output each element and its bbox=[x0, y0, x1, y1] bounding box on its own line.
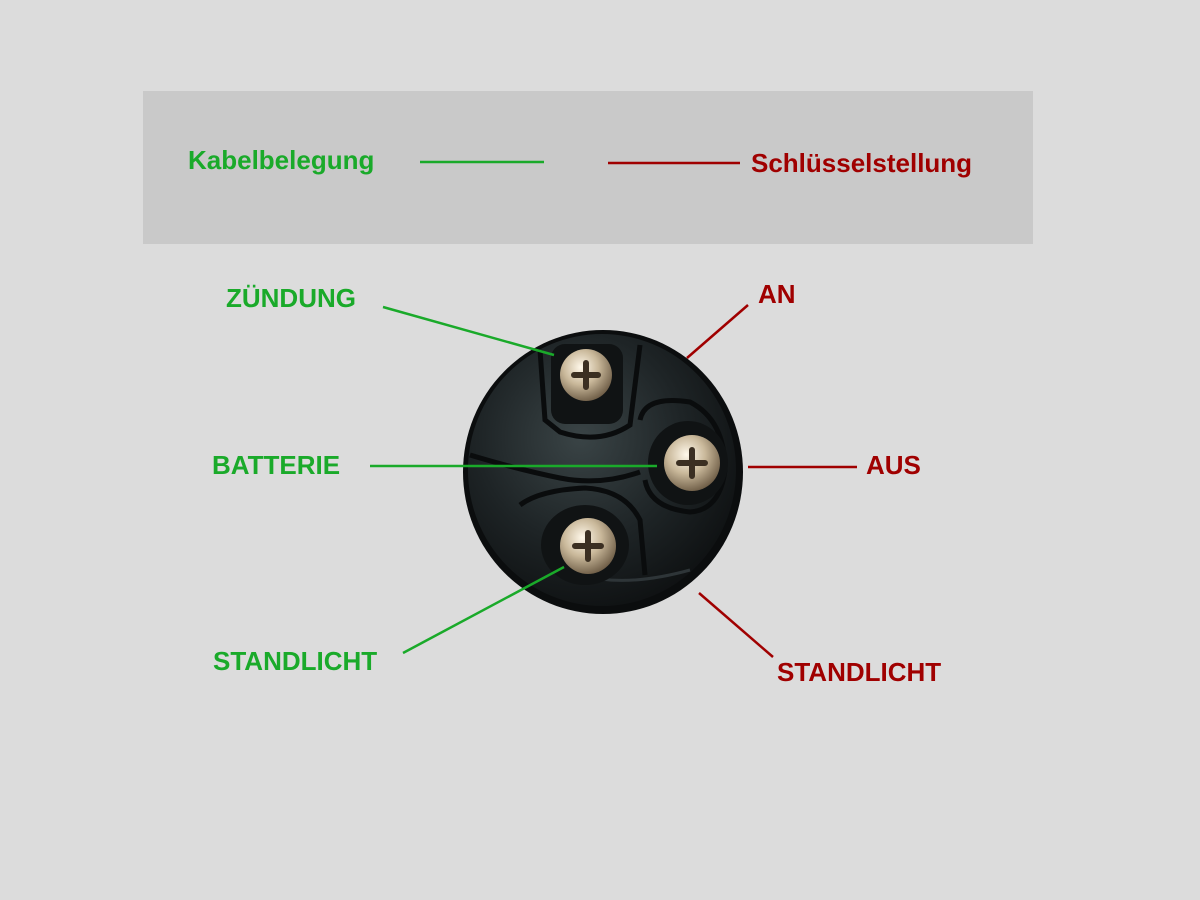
label-parking-light-key: STANDLICHT bbox=[777, 657, 942, 687]
leader-parking-light-key bbox=[698, 592, 774, 658]
legend-key-position-label: Schlüsselstellung bbox=[751, 148, 973, 178]
leader-parking-light-wiring bbox=[402, 565, 565, 655]
legend-wiring-label: Kabelbelegung bbox=[188, 145, 375, 175]
label-battery: BATTERIE bbox=[212, 450, 341, 480]
label-on: AN bbox=[758, 279, 796, 309]
leader-ignition bbox=[382, 305, 555, 357]
screw-ignition bbox=[560, 349, 612, 401]
legend-box bbox=[143, 91, 1033, 244]
label-off: AUS bbox=[866, 450, 921, 480]
leader-on bbox=[686, 304, 749, 359]
ignition-switch-illustration bbox=[463, 330, 743, 614]
label-parking-light-wiring: STANDLICHT bbox=[213, 646, 378, 676]
screw-battery bbox=[664, 435, 720, 491]
label-ignition: ZÜNDUNG bbox=[226, 283, 356, 313]
screw-parking-light bbox=[560, 518, 616, 574]
